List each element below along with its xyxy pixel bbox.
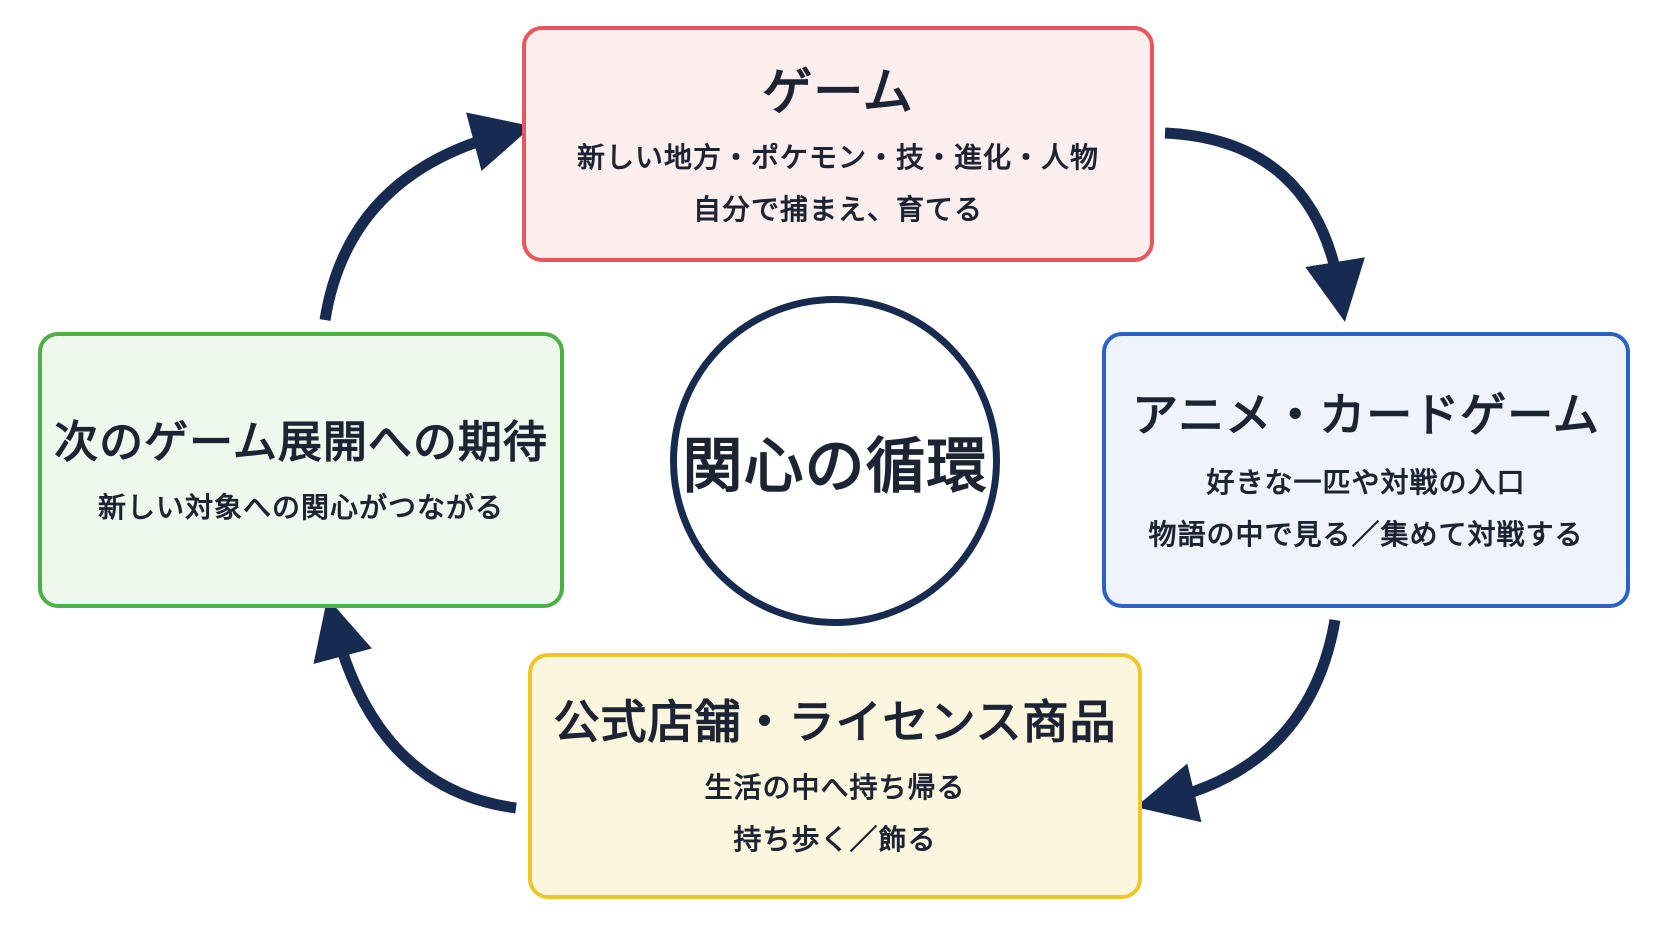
arrow-anime-to-store bbox=[1135, 619, 1341, 823]
store-license-box: 公式店舗・ライセンス商品 生活の中へ持ち帰る 持ち歩く／飾る bbox=[528, 653, 1142, 899]
anime-card-game-box: アニメ・カードゲーム 好きな一匹や対戦の入口 物語の中で見る／集めて対戦する bbox=[1102, 332, 1630, 608]
game-title: ゲーム bbox=[762, 63, 914, 121]
next-game-expectation-box: 次のゲーム展開への期待 新しい対象への関心がつながる bbox=[38, 332, 564, 608]
arrow-game-to-anime bbox=[1164, 127, 1365, 322]
anime-title: アニメ・カードゲーム bbox=[1132, 388, 1600, 442]
store-title: 公式店舗・ライセンス商品 bbox=[553, 695, 1117, 749]
center-circle: 関心の循環 bbox=[670, 296, 1000, 626]
anime-line-1: 好きな一匹や対戦の入口 bbox=[1206, 466, 1526, 499]
next-line-1: 新しい対象への関心がつながる bbox=[97, 491, 504, 524]
store-line-1: 生活の中へ持ち帰る bbox=[704, 771, 966, 804]
game-line-1: 新しい地方・ポケモン・技・進化・人物 bbox=[576, 141, 1099, 174]
arrow-store-to-next bbox=[313, 597, 517, 814]
game-line-2: 自分で捕まえ、育てる bbox=[692, 193, 983, 226]
next-title: 次のゲーム展開への期待 bbox=[54, 417, 548, 468]
store-line-2: 持ち歩く／飾る bbox=[733, 823, 937, 856]
arrow-next-to-game bbox=[319, 112, 533, 321]
anime-line-2: 物語の中で見る／集めて対戦する bbox=[1148, 518, 1584, 551]
center-label: 関心の循環 bbox=[682, 431, 988, 502]
game-box: ゲーム 新しい地方・ポケモン・技・進化・人物 自分で捕まえ、育てる bbox=[522, 26, 1154, 262]
